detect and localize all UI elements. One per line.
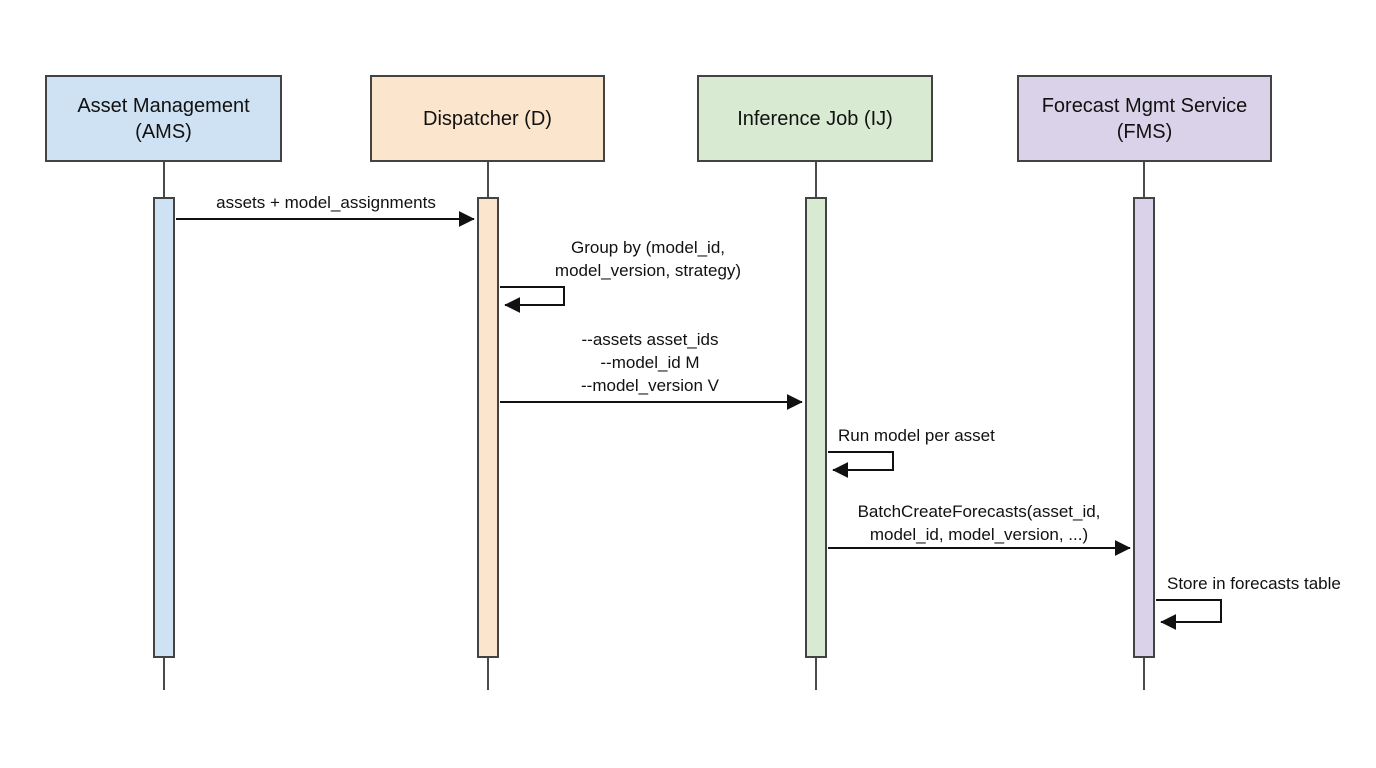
activation-bar-inference-job [805, 197, 827, 658]
message-label-store-in-forecasts-table: Store in forecasts table [1167, 574, 1341, 593]
message-label-run-model-per-asset: Run model per asset [838, 426, 995, 445]
self-arrow-store-forecasts [1156, 599, 1222, 630]
self-arrow-run-model [828, 451, 894, 478]
message-label-batch-create-forecasts: BatchCreateForecasts(asset_id, model_id,… [857, 502, 1101, 544]
activation-bar-dispatcher [477, 197, 499, 658]
message-label-assets-model-id-version: --assets asset_ids --model_id M --model_… [581, 330, 719, 395]
participant-forecast-mgmt-service: Forecast Mgmt Service (FMS) [1017, 75, 1272, 162]
message-label-assets-model-assignments: assets + model_assignments [216, 193, 436, 212]
participant-dispatcher: Dispatcher (D) [370, 75, 605, 162]
message-label-group-by: Group by (model_id, model_version, strat… [554, 238, 742, 280]
activation-bar-ams [153, 197, 175, 658]
self-arrow-group-by [500, 286, 565, 313]
participant-asset-management: Asset Management (AMS) [45, 75, 282, 162]
activation-bar-fms [1133, 197, 1155, 658]
participant-inference-job: Inference Job (IJ) [697, 75, 933, 162]
